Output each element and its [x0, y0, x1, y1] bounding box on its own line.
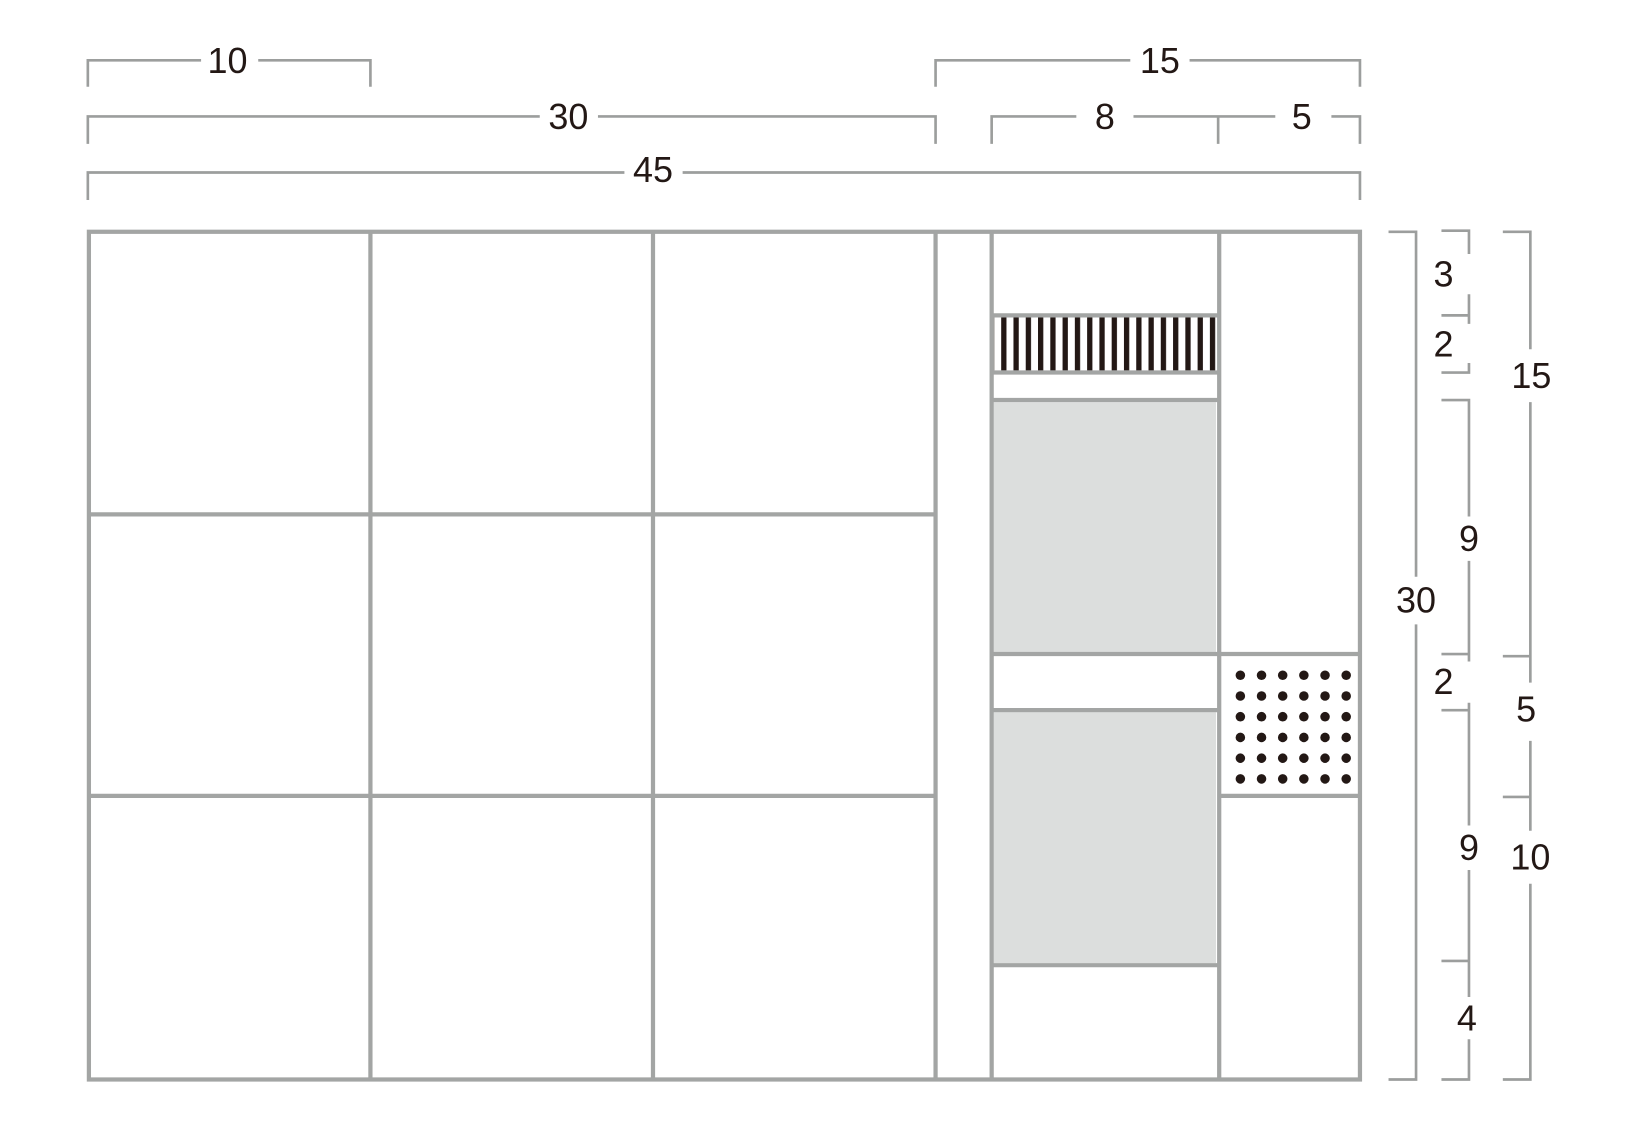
dot — [1299, 670, 1309, 680]
dot — [1299, 691, 1309, 701]
dim-label-5: 5 — [1292, 96, 1312, 137]
dot — [1320, 753, 1330, 763]
dotted-panel — [1235, 670, 1351, 784]
dot — [1320, 732, 1330, 743]
top-dimensions: 10 15 30 8 5 45 — [86, 40, 1362, 201]
dot — [1320, 691, 1330, 701]
dim-label-10-vertical: 10 — [1510, 837, 1550, 878]
dim-label-30-vertical: 30 — [1396, 580, 1436, 621]
dot — [1256, 732, 1267, 743]
dot — [1320, 670, 1330, 680]
dot — [1235, 711, 1246, 722]
dot — [1299, 753, 1309, 763]
dot — [1341, 774, 1351, 784]
dim-label-15: 15 — [1140, 40, 1180, 81]
gray-panel-upper — [993, 402, 1217, 652]
gray-panel-lower — [993, 712, 1217, 964]
dot — [1341, 670, 1351, 680]
striped-band — [993, 317, 1217, 371]
dot — [1320, 711, 1330, 722]
dot — [1277, 691, 1288, 701]
dim-label-15-vertical: 15 — [1511, 355, 1551, 396]
dot — [1299, 711, 1309, 722]
dim-label-5-vertical: 5 — [1516, 689, 1536, 730]
dim-label-3: 3 — [1434, 254, 1454, 295]
dim-label-2-lower: 2 — [1434, 661, 1454, 702]
dot — [1277, 774, 1288, 784]
dot — [1277, 670, 1288, 680]
dot — [1277, 732, 1288, 743]
dot — [1341, 732, 1351, 743]
dot — [1299, 732, 1309, 743]
dot — [1235, 691, 1246, 701]
dot — [1341, 711, 1351, 722]
dim-label-10: 10 — [208, 40, 248, 81]
cabinet-frame — [86, 229, 1363, 1082]
dot — [1256, 670, 1267, 680]
dot — [1235, 732, 1246, 743]
dot — [1235, 753, 1246, 763]
dot — [1235, 670, 1246, 680]
dot — [1320, 774, 1330, 784]
dim-label-4: 4 — [1457, 998, 1477, 1039]
dot — [1299, 774, 1309, 784]
dot — [1256, 711, 1267, 722]
dim-label-30: 30 — [548, 96, 588, 137]
dot — [1277, 711, 1288, 722]
dot — [1256, 753, 1267, 763]
right-dimensions: 30 3 2 9 2 9 4 15 5 10 — [1388, 229, 1551, 1081]
dot — [1235, 774, 1246, 784]
dim-label-45: 45 — [633, 149, 673, 190]
dot — [1277, 753, 1288, 763]
dim-label-2-upper: 2 — [1434, 323, 1454, 364]
dot — [1256, 774, 1267, 784]
dot — [1256, 691, 1267, 701]
dim-label-9-upper: 9 — [1459, 518, 1479, 559]
dot — [1341, 753, 1351, 763]
dot — [1341, 691, 1351, 701]
dim-label-9-lower: 9 — [1459, 827, 1479, 868]
dim-label-8: 8 — [1095, 96, 1115, 137]
